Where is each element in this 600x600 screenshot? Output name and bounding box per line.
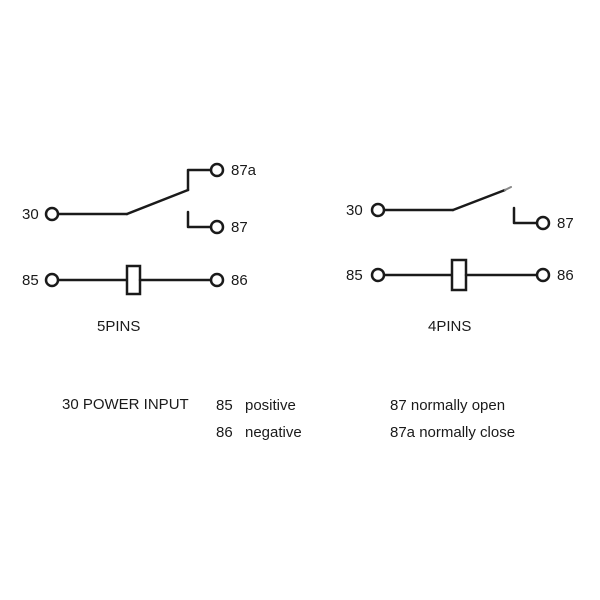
legend-negative-text: negative (245, 424, 302, 441)
legend-power-input: 30 POWER INPUT (62, 396, 189, 413)
pin-85-terminal (370, 267, 386, 283)
pin-87a-label: 87a (231, 162, 257, 179)
relay-5pin-diagram: 30 87a 87 85 86 5PINS (22, 162, 257, 335)
pin-legend: 30 POWER INPUT 85 positive 86 negative 8… (62, 396, 515, 441)
pin-87-terminal (209, 219, 225, 235)
pin-86-terminal (209, 272, 225, 288)
diagram-caption-4pins: 4PINS (428, 318, 471, 335)
contact-87a-wire (186, 168, 213, 192)
pin-85-label: 85 (346, 267, 363, 284)
legend-normally-close: 87a normally close (390, 424, 515, 441)
pin-87-label: 87 (231, 219, 248, 236)
legend-positive-number: 85 (216, 397, 233, 414)
pin-87-label: 87 (557, 215, 574, 232)
pin-86-terminal (535, 267, 551, 283)
switch-arm (451, 188, 507, 212)
pin-86-label: 86 (231, 272, 248, 289)
switch-arm (125, 188, 190, 216)
pin-30-terminal (370, 202, 386, 218)
pin-87-terminal (535, 215, 551, 231)
pin-85-terminal (44, 272, 60, 288)
pin-30-label: 30 (346, 202, 363, 219)
legend-positive-text: positive (245, 397, 296, 414)
legend-normally-open: 87 normally open (390, 397, 505, 414)
pin-30-label: 30 (22, 206, 39, 223)
contact-87-wire (512, 206, 539, 225)
contact-87-wire (186, 210, 213, 229)
pin-87a-terminal (209, 162, 225, 178)
diagram-caption-5pins: 5PINS (97, 318, 140, 335)
switch-arm-tip (504, 186, 512, 191)
pin-85-label: 85 (22, 272, 39, 289)
legend-negative-number: 86 (216, 424, 233, 441)
coil-symbol (125, 264, 142, 296)
coil-symbol (450, 258, 468, 292)
pin-30-terminal (44, 206, 60, 222)
pin-86-label: 86 (557, 267, 574, 284)
relay-4pin-diagram: 30 87 85 86 4PINS (346, 186, 574, 335)
